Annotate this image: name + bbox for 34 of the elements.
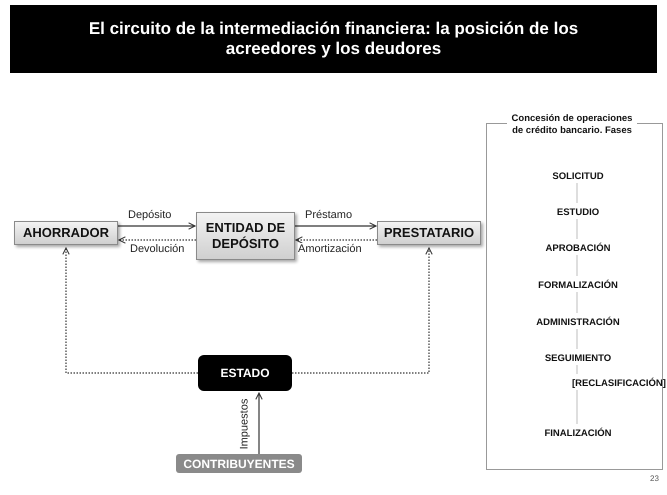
phase-label: APROBACIÓN [521,241,635,255]
connector-line [576,183,578,203]
connector-line [576,292,578,313]
phase-label: [RECLASIFICACIÓN] [571,376,667,390]
process-box: PRESTATARIO [377,221,481,245]
edge-label: Amortización [298,243,362,256]
edge-label: Préstamo [305,209,352,222]
edge-label: Depósito [128,209,172,222]
title-banner: El circuito de la intermediación financiera: la posición de los acreedores y los deudores [10,5,657,73]
phase-label: FINALIZACIÓN [521,426,635,440]
connector-line [576,390,578,424]
arrow [295,236,377,244]
phase-label: ESTUDIO [531,205,625,219]
arrow [118,236,196,244]
page-number: 23 [650,474,659,483]
phase-label: SEGUIMIENTO [521,351,635,365]
process-box: ESTADO [198,355,292,391]
process-box: CONTRIBUYENTES [176,454,302,473]
arrow [255,392,263,454]
phase-label: FORMALIZACIÓN [516,278,640,292]
connector-line [576,365,578,374]
connector-line [576,329,578,349]
edge-label: Devolución [130,243,184,256]
process-box: ENTIDAD DE DEPÓSITO [196,212,295,260]
arrow [295,222,377,230]
edge-label: Impuestos [238,398,250,450]
connector-line [576,219,578,239]
arrow [118,222,196,230]
phase-label: SOLICITUD [531,169,625,183]
process-box: AHORRADOR [14,221,118,245]
arrow [292,247,433,374]
arrow [62,247,198,374]
phase-label: ADMINISTRACIÓN [513,315,643,329]
connector-line [576,255,578,276]
